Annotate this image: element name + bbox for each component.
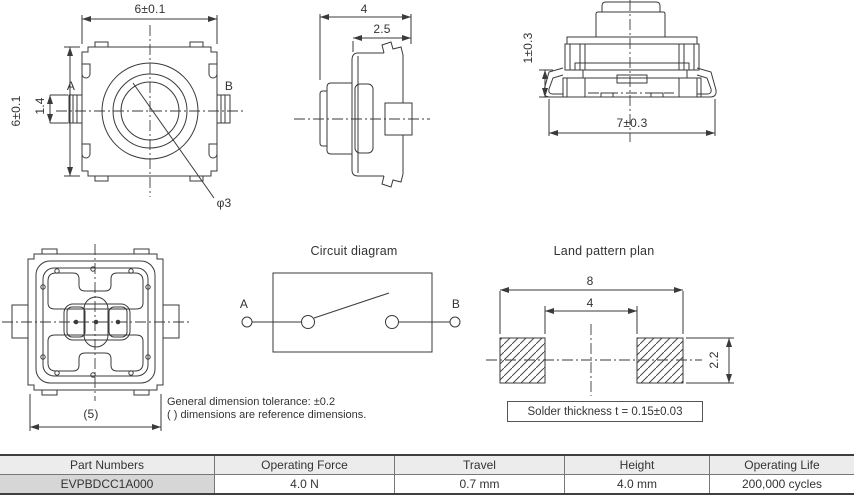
land-outer-width-dim: 8 bbox=[586, 274, 594, 288]
circuit-diagram-title: Circuit diagram bbox=[310, 244, 398, 258]
terminal-a-label-circuit: A bbox=[239, 297, 249, 311]
header-operating-force: Operating Force bbox=[215, 456, 395, 474]
side-view-depth-dim: 4 bbox=[360, 2, 368, 16]
top-view-height-dim: 6±0.1 bbox=[9, 95, 23, 127]
cell-height: 4.0 mm bbox=[565, 475, 710, 493]
spec-table: Part Numbers Operating Force Travel Heig… bbox=[0, 454, 854, 495]
tolerance-note: General dimension tolerance: ±0.2 bbox=[167, 396, 336, 408]
bottom-view-ref-dim: (5) bbox=[83, 407, 99, 421]
front-view-drawing bbox=[539, 0, 717, 142]
plunger-diameter-dim: φ3 bbox=[216, 196, 232, 210]
front-view-width-dim: 7±0.3 bbox=[616, 116, 648, 130]
header-part-numbers: Part Numbers bbox=[0, 456, 215, 474]
cell-travel: 0.7 mm bbox=[395, 475, 565, 493]
terminal-b-label-top: B bbox=[224, 79, 234, 93]
bottom-view-drawing bbox=[2, 244, 190, 431]
side-view-drawing bbox=[294, 14, 430, 188]
cell-operating-life: 200,000 cycles bbox=[741, 477, 823, 491]
land-inner-gap-dim: 4 bbox=[586, 296, 594, 310]
technical-drawings bbox=[2, 0, 734, 431]
circuit-diagram-drawing bbox=[241, 272, 461, 353]
cell-part-number: EVPBDCC1A000 bbox=[0, 475, 215, 493]
cell-operating-force: 4.0 N bbox=[215, 475, 395, 493]
top-view-drawing bbox=[47, 15, 244, 199]
solder-thickness-note: Solder thickness t = 0.15±0.03 bbox=[507, 401, 703, 422]
pad-height-dim: 2.2 bbox=[707, 351, 721, 369]
terminal-a-label-top: A bbox=[66, 79, 76, 93]
top-view-width-dim: 6±0.1 bbox=[134, 2, 166, 16]
side-view-body-dim: 2.5 bbox=[373, 22, 391, 36]
header-travel: Travel bbox=[395, 456, 565, 474]
spec-table-header-row: Part Numbers Operating Force Travel Heig… bbox=[0, 456, 854, 475]
header-height: Height bbox=[565, 456, 710, 474]
terminal-b-label-circuit: B bbox=[451, 297, 461, 311]
land-pattern-drawing bbox=[486, 287, 734, 396]
front-view-leg-dim: 1±0.3 bbox=[521, 32, 535, 64]
spec-table-data-row: EVPBDCC1A000 4.0 N 0.7 mm 4.0 mm 200,000… bbox=[0, 475, 854, 493]
general-notes: General dimension tolerance: ±0.2 ( ) di… bbox=[167, 396, 366, 422]
header-operating-life: Operating Life bbox=[744, 458, 820, 472]
terminal-width-dim: 1.4 bbox=[33, 97, 47, 115]
reference-note: ( ) dimensions are reference dimensions. bbox=[167, 409, 367, 421]
land-pattern-title: Land pattern plan bbox=[553, 244, 655, 258]
